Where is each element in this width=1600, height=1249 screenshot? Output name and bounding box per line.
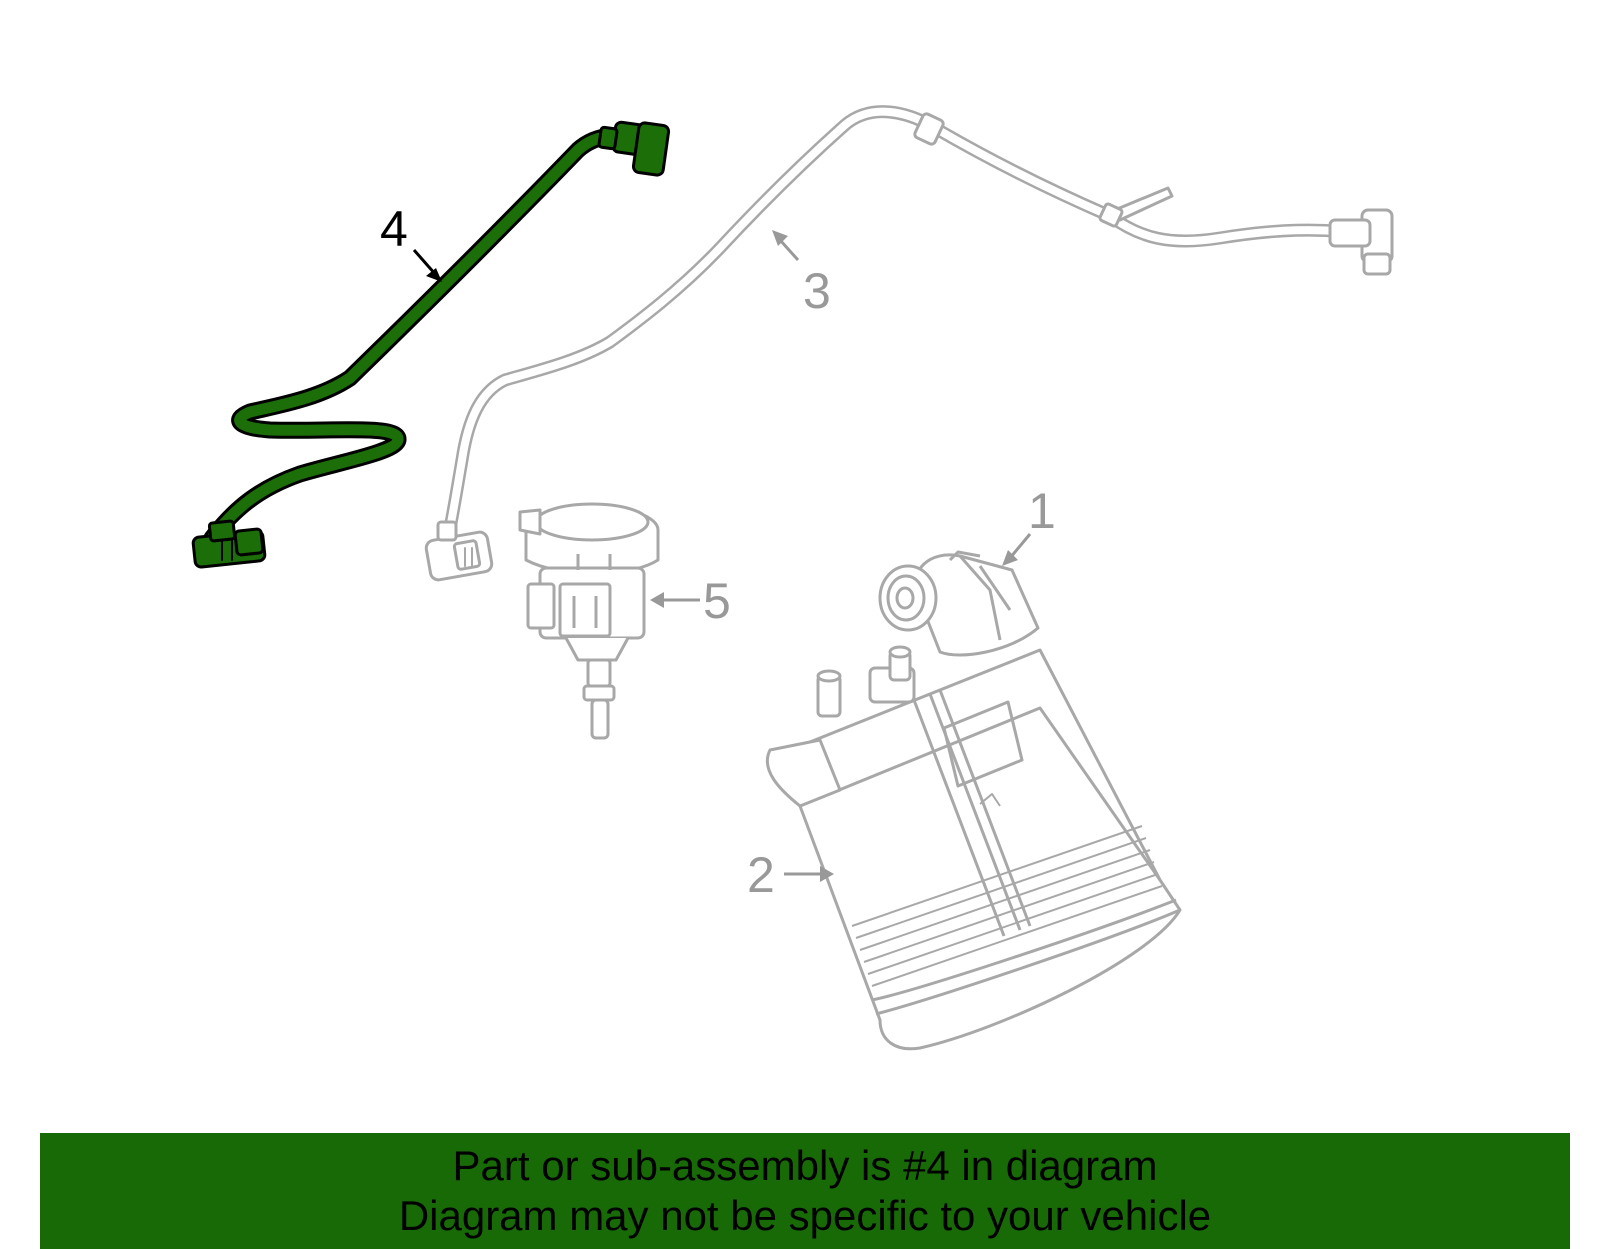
leader-arrow-3 xyxy=(772,230,800,262)
part-4-hose[interactable] xyxy=(191,120,671,569)
leader-arrow-2 xyxy=(784,866,834,882)
callout-4: 4 xyxy=(380,201,408,257)
part-3-hose[interactable] xyxy=(424,105,1394,582)
banner-line-disclaimer: Diagram may not be specific to your vehi… xyxy=(398,1192,1212,1239)
part-2-canister[interactable] xyxy=(765,645,1182,1051)
callout-2: 2 xyxy=(747,847,775,903)
callout-5: 5 xyxy=(703,573,731,629)
part-1-vent-valve[interactable] xyxy=(878,550,1040,657)
callout-1: 1 xyxy=(1028,483,1056,539)
leader-arrow-1 xyxy=(1002,533,1032,566)
banner-line-part: Part or sub-assembly is #4 in diagram xyxy=(452,1142,1158,1189)
leader-arrow-5 xyxy=(650,592,700,608)
callout-3: 3 xyxy=(803,263,831,319)
leader-arrow-4 xyxy=(412,249,442,282)
info-banner: Part or sub-assembly is #4 in diagram Di… xyxy=(40,1133,1570,1249)
part-5-valve[interactable] xyxy=(518,502,660,740)
